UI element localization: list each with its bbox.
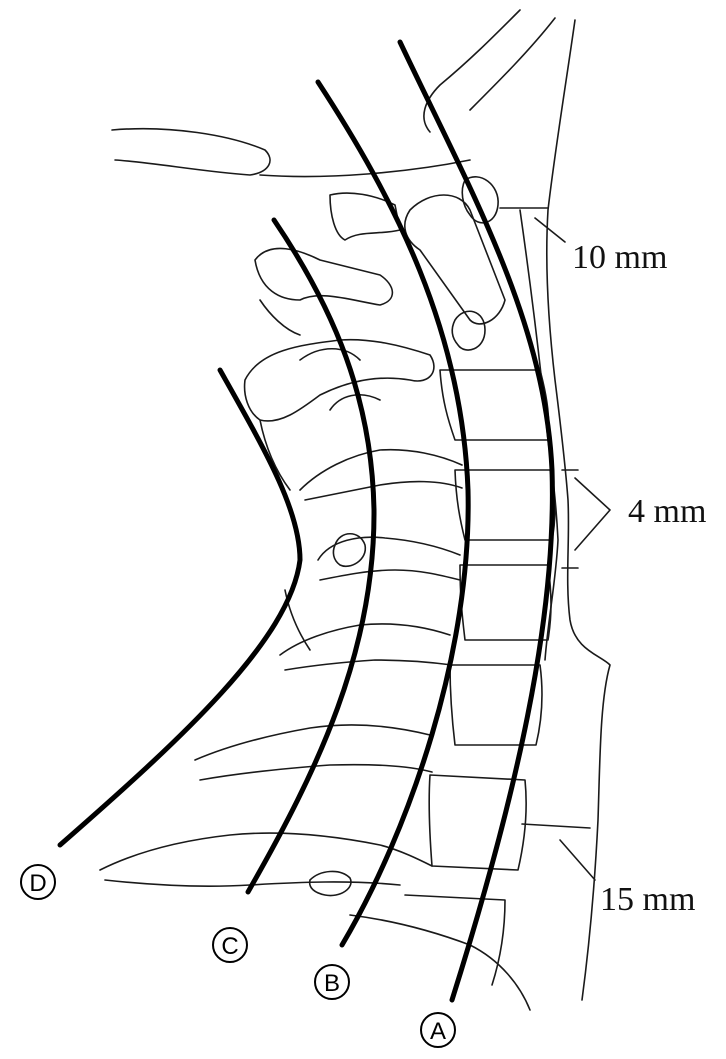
label-d: D — [21, 865, 55, 899]
label-b-text: B — [324, 970, 340, 997]
label-a-text: A — [430, 1018, 446, 1045]
transverse-process-c7 — [310, 871, 351, 895]
measurement-10mm: 10 mm — [572, 239, 667, 276]
spinous-process-c4 — [318, 537, 460, 580]
line-b-posterior-vertebral — [318, 82, 468, 945]
measure-pointer-4mm — [575, 478, 610, 550]
line-c-spinolaminar — [248, 220, 374, 892]
label-d-text: D — [29, 870, 46, 897]
measure-tick-15mm — [522, 824, 590, 828]
line-d-spinous-process — [60, 370, 300, 845]
vertebral-body-c5 — [460, 565, 551, 640]
line-a-anterior-vertebral — [400, 42, 552, 1000]
skull-base-outline — [112, 129, 470, 177]
posterior-neck-outline — [260, 300, 310, 650]
label-c: C — [213, 928, 247, 962]
measure-pointer-15mm — [560, 840, 595, 880]
lateral-mass-c1 — [255, 248, 392, 305]
measurement-15mm: 15 mm — [600, 881, 695, 918]
vertebral-body-c2 — [405, 195, 505, 324]
anatomy-outlines — [100, 10, 610, 1010]
spinous-process-c3 — [300, 450, 462, 500]
label-b: B — [315, 965, 349, 999]
posterior-pharyngeal-outline — [520, 210, 558, 660]
pharynx-upper-outline — [424, 10, 555, 132]
measurement-4mm: 4 mm — [628, 493, 706, 530]
measure-pointer-10mm — [535, 218, 565, 242]
facet-c4 — [333, 534, 365, 567]
label-c-text: C — [221, 933, 238, 960]
label-a: A — [421, 1013, 455, 1047]
spinous-process-c2 — [245, 340, 434, 421]
spinous-process-c5 — [280, 624, 452, 670]
